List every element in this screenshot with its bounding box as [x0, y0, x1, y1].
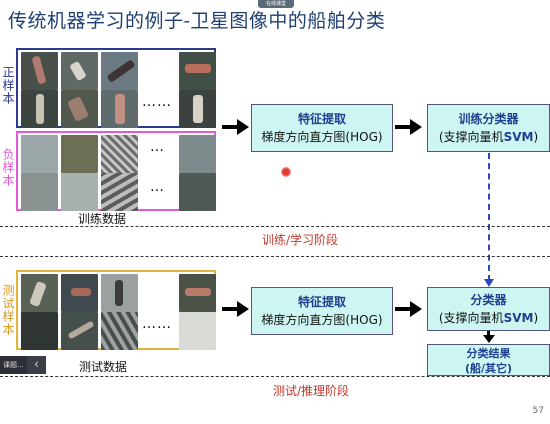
- arrow-down-icon: [484, 279, 494, 287]
- more-negative-ellipsis: …: [150, 179, 165, 195]
- laser-pointer-icon: [281, 167, 291, 177]
- more-negative-ellipsis: …: [150, 139, 165, 155]
- negative-sample-image: [61, 135, 98, 173]
- test-sample-image: [101, 312, 138, 350]
- classification-result-heading: 分类结果: [466, 347, 511, 360]
- feature-extraction-method: 梯度方向直方图(HOG): [261, 313, 383, 327]
- arrow-line: [395, 307, 411, 311]
- feature-extraction-box-test: 特征提取 梯度方向直方图(HOG): [251, 287, 393, 335]
- positive-sample-image: [101, 90, 138, 128]
- test-sample-image: [61, 274, 98, 312]
- arrow-line: [222, 125, 238, 129]
- slide-title: 传统机器学习的例子-卫星图像中的船舶分类: [8, 10, 386, 32]
- test-sample-image: [101, 274, 138, 312]
- positive-sample-image: [21, 90, 58, 128]
- negative-sample-image: [21, 173, 58, 211]
- classification-result-classes: (船/其它): [464, 362, 513, 375]
- test-data-caption: 测试数据: [79, 360, 128, 374]
- test-sample-image: [61, 312, 98, 350]
- positive-samples-label: 正样本: [1, 66, 15, 105]
- negative-sample-image: [179, 135, 216, 173]
- test-sample-image: [179, 274, 216, 312]
- negative-sample-image: [101, 173, 138, 211]
- arrow-line: [487, 331, 490, 337]
- train-classifier-method: (支撑向量机SVM): [438, 130, 539, 144]
- player-side-text: 课题...: [3, 361, 24, 369]
- arrow-down-icon: [483, 335, 495, 343]
- negative-sample-image: [61, 173, 98, 211]
- more-positive-ellipsis: ……: [142, 94, 172, 110]
- classifier-box: 分类器 (支撑向量机SVM): [427, 287, 550, 331]
- train-classifier-box: 训练分类器 (支撑向量机SVM): [427, 104, 550, 152]
- feature-extraction-heading: 特征提取: [297, 295, 346, 309]
- live-classroom-badge[interactable]: 在线课堂: [258, 0, 294, 8]
- stage-divider: [0, 226, 550, 227]
- arrow-right-icon: [237, 301, 249, 317]
- arrow-right-icon: [237, 119, 249, 135]
- positive-sample-image: [21, 52, 58, 90]
- arrow-right-icon: [410, 119, 422, 135]
- page-number: 57: [532, 406, 544, 416]
- classification-result-box: 分类结果 (船/其它): [427, 344, 550, 376]
- feature-extraction-box-train: 特征提取 梯度方向直方图(HOG): [251, 104, 393, 152]
- arrow-line: [222, 307, 238, 311]
- positive-sample-image: [179, 52, 216, 90]
- negative-sample-image: [179, 173, 216, 211]
- test-stage-label: 测试/推理阶段: [273, 384, 350, 398]
- positive-sample-image: [179, 90, 216, 128]
- train-classifier-heading: 训练分类器: [458, 112, 519, 126]
- classifier-heading: 分类器: [470, 293, 507, 307]
- positive-sample-image: [61, 52, 98, 90]
- negative-samples-label: 负样本: [1, 148, 15, 187]
- arrow-line: [395, 125, 411, 129]
- test-samples-label: 测试样本: [1, 284, 15, 336]
- test-sample-image: [179, 312, 216, 350]
- training-stage-label: 训练/学习阶段: [262, 233, 339, 247]
- test-sample-image: [21, 312, 58, 350]
- stage-divider: [0, 376, 550, 377]
- collapse-chevron-icon[interactable]: ‹: [27, 356, 46, 374]
- feature-extraction-method: 梯度方向直方图(HOG): [261, 130, 383, 144]
- test-samples-box: ……: [16, 270, 216, 350]
- positive-sample-image: [101, 52, 138, 90]
- training-data-caption: 训练数据: [78, 212, 127, 226]
- model-transfer-connector: [488, 153, 490, 281]
- more-test-ellipsis: ……: [142, 316, 172, 332]
- feature-extraction-heading: 特征提取: [297, 112, 346, 126]
- negative-sample-image: [101, 135, 138, 173]
- classifier-method: (支撑向量机SVM): [438, 311, 539, 325]
- positive-samples-box: ……: [16, 48, 216, 128]
- player-side-control[interactable]: 课题... ‹: [0, 356, 46, 374]
- negative-samples-box: … …: [16, 131, 216, 211]
- test-sample-image: [21, 274, 58, 312]
- negative-sample-image: [21, 135, 58, 173]
- arrow-right-icon: [410, 301, 422, 317]
- stage-divider: [0, 256, 550, 257]
- positive-sample-image: [61, 90, 98, 128]
